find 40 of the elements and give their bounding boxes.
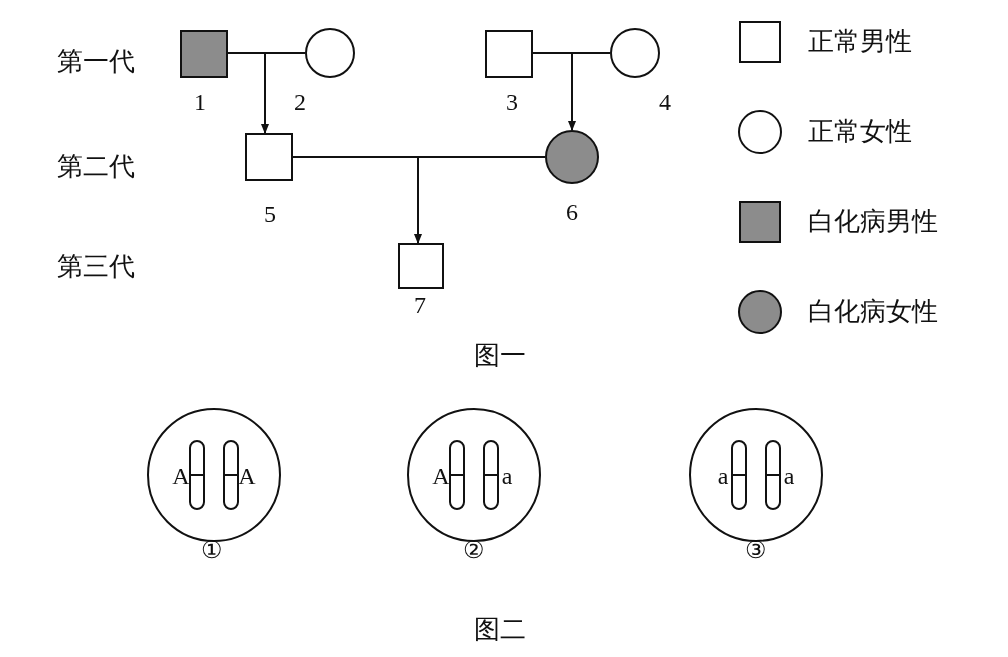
affected-female-circle bbox=[545, 130, 599, 184]
male-square bbox=[398, 243, 444, 289]
generation-label: 第一代 bbox=[57, 49, 135, 75]
female-circle bbox=[305, 28, 355, 78]
figure-caption: 图一 bbox=[474, 343, 526, 369]
cell-circle bbox=[407, 408, 541, 542]
allele-letter: a bbox=[783, 464, 795, 488]
cell-circle bbox=[147, 408, 281, 542]
individual-number: 5 bbox=[264, 202, 276, 226]
allele-letter: A bbox=[172, 464, 190, 488]
descent-arrow bbox=[261, 52, 269, 134]
cell-number: ② bbox=[463, 538, 485, 562]
individual-number: 2 bbox=[294, 90, 306, 114]
allele-letter: a bbox=[501, 464, 513, 488]
allele-letter: A bbox=[238, 464, 256, 488]
legend-text: 正常男性 bbox=[808, 29, 912, 55]
marriage-line bbox=[292, 156, 546, 158]
cell-circle bbox=[689, 408, 823, 542]
marriage-line bbox=[227, 52, 306, 54]
legend-text: 正常女性 bbox=[808, 119, 912, 145]
generation-label: 第三代 bbox=[57, 254, 135, 280]
marriage-line bbox=[532, 52, 611, 54]
individual-number: 1 bbox=[194, 90, 206, 114]
descent-arrow bbox=[414, 156, 422, 244]
affected-male-square bbox=[180, 30, 228, 78]
cell-number: ③ bbox=[745, 538, 767, 562]
male-square bbox=[485, 30, 533, 78]
figure-caption: 图二 bbox=[474, 617, 526, 643]
individual-number: 7 bbox=[414, 293, 426, 317]
generation-label: 第二代 bbox=[57, 154, 135, 180]
allele-letter: a bbox=[717, 464, 729, 488]
male-square bbox=[245, 133, 293, 181]
descent-arrow bbox=[568, 52, 576, 131]
individual-number: 3 bbox=[506, 90, 518, 114]
female-circle bbox=[610, 28, 660, 78]
legend-text: 白化病女性 bbox=[808, 299, 938, 325]
legend-text: 白化病男性 bbox=[808, 209, 938, 235]
individual-number: 6 bbox=[566, 200, 578, 224]
individual-number: 4 bbox=[659, 90, 671, 114]
allele-letter: A bbox=[432, 464, 450, 488]
